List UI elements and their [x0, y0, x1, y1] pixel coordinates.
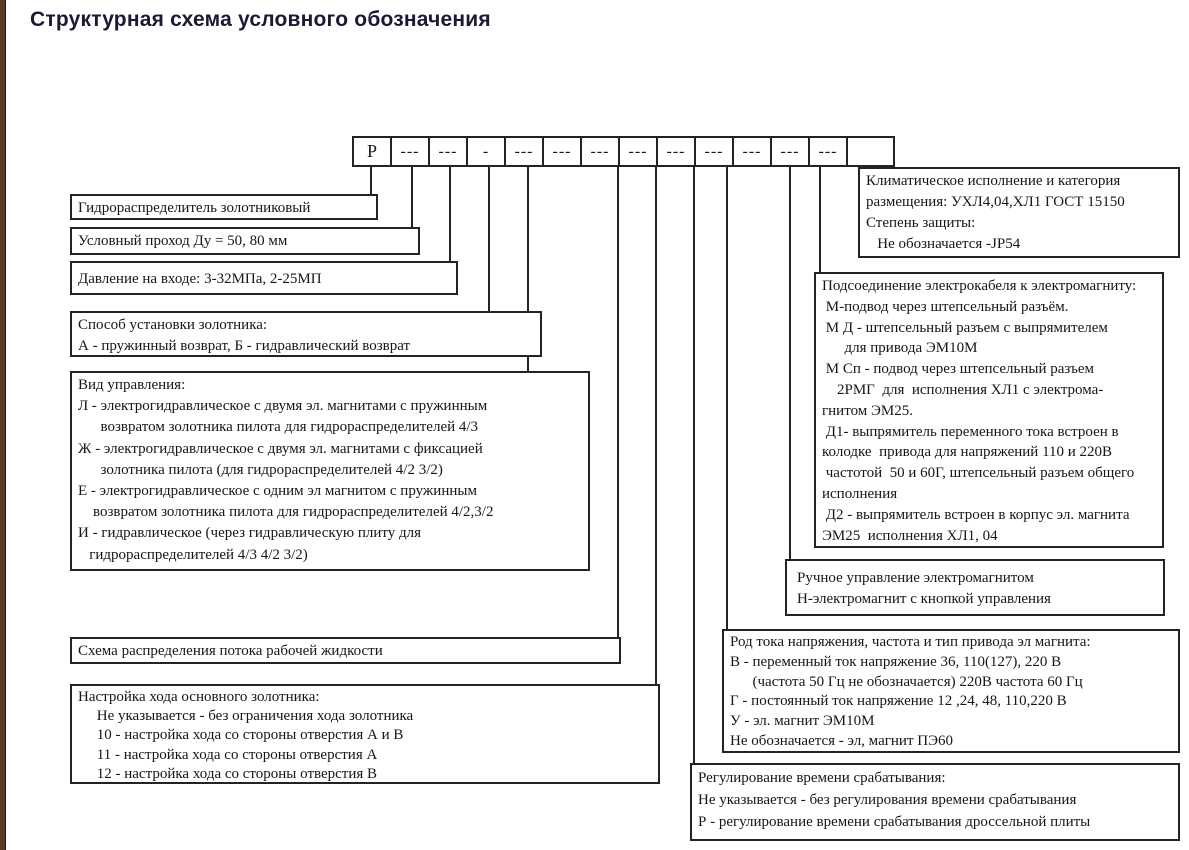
- box-text-line: М Д - штепсельный разъем с выпрямителем: [822, 319, 1108, 336]
- box-text-line: Гидрораспределитель золотниковый: [78, 200, 311, 216]
- box-text-line: исполнения: [822, 485, 898, 502]
- box-text-line: Не указывается - без регулирования време…: [698, 792, 1077, 808]
- box-climate-rating: Климатическое исполнение и категория разм…: [858, 167, 1180, 258]
- designation-code-row: Р----------------------------------: [352, 136, 895, 167]
- box-text-line: Подсоединение электрокабеля к электромаг…: [822, 278, 1137, 294]
- code-cell: ---: [618, 136, 658, 167]
- box-text-line: возвратом золотника пилота для гидрорасп…: [78, 504, 494, 521]
- box-text-line: 12 - настройка хода со стороны отверстия…: [78, 765, 378, 782]
- code-cell: ---: [542, 136, 582, 167]
- box-response-time-regulation: Регулирование времени срабатывания: Не ук…: [690, 763, 1180, 841]
- box-control-type: Вид управления: Л - электрогидравлическое…: [70, 371, 590, 571]
- box-text-line: возвратом золотника пилота для гидрорасп…: [78, 419, 479, 436]
- box-text-line: В - переменный ток напряжение 36, 110(12…: [730, 653, 1062, 670]
- code-cell: ---: [694, 136, 734, 167]
- box-text-line: Настройка хода основного золотника:: [78, 689, 320, 705]
- code-cell: ---: [656, 136, 696, 167]
- box-text-line: Д2 - выпрямитель встроен в корпус эл. ма…: [822, 506, 1130, 523]
- box-text-line: Не обозначается - эл, магнит ПЭ60: [730, 732, 953, 749]
- box-text-line: Регулирование времени срабатывания:: [698, 770, 946, 786]
- box-text-line: 10 - настройка хода со стороны отверстия…: [78, 727, 404, 744]
- box-text-line: золотника пилота (для гидрораспределител…: [78, 461, 443, 478]
- page-edge-bar: [0, 0, 6, 850]
- box-text-line: Вид управления:: [78, 377, 186, 393]
- box-text-line: ЭМ25 исполнения ХЛ1, 04: [822, 527, 998, 544]
- box-text-line: Давление на входе: 3-32МПа, 2-25МП: [78, 271, 322, 287]
- box-text-line: для привода ЭМ10М: [822, 340, 978, 357]
- code-cell: [846, 136, 895, 167]
- box-inlet-pressure: Давление на входе: 3-32МПа, 2-25МП: [70, 261, 458, 295]
- box-cable-connection: Подсоединение электрокабеля к электромаг…: [814, 272, 1164, 548]
- box-text-line: Ручное управление электромагнитом: [797, 570, 1034, 586]
- box-nominal-bore: Условный проход Ду = 50, 80 мм: [70, 227, 420, 255]
- box-text-line: М-подвод через штепсельный разъём.: [822, 298, 1069, 315]
- box-spool-stroke-adjustment: Настройка хода основного золотника: Не у…: [70, 684, 660, 784]
- page-title: Структурная схема условного обозначения: [30, 8, 491, 31]
- box-text-line: (частота 50 Гц не обозначается) 220В час…: [730, 673, 1083, 690]
- box-text-line: Н-электромагнит с кнопкой управления: [797, 591, 1051, 607]
- box-text-line: гнитом ЭМ25.: [822, 402, 914, 419]
- code-cell: ---: [732, 136, 772, 167]
- box-text-line: У - эл. магнит ЭМ10М: [730, 713, 875, 730]
- code-cell: ---: [428, 136, 468, 167]
- box-flow-distribution-scheme: Схема распределения потока рабочей жидко…: [70, 637, 621, 664]
- box-text-line: И - гидравлическое (через гидравлическую…: [78, 525, 422, 542]
- box-text-line: размещения: УХЛ4,04,ХЛ1 ГОСТ 15150: [866, 194, 1125, 210]
- box-text-line: 11 - настройка хода со стороны отверстия…: [78, 746, 378, 763]
- box-text-line: Не обозначается -JP54: [866, 236, 1021, 252]
- box-text-line: Условный проход Ду = 50, 80 мм: [78, 233, 288, 249]
- box-text-line: Р - регулирование времени срабатывания д…: [698, 814, 1091, 830]
- code-cell: ---: [808, 136, 848, 167]
- box-text-line: колодке привода для напряжений 110 и 220…: [822, 444, 1113, 461]
- box-text-line: М Сп - подвод через штепсельный разъем: [822, 361, 1094, 378]
- box-text-line: Род тока напряжения, частота и тип приво…: [730, 634, 1091, 650]
- box-text-line: 2РМГ для исполнения ХЛ1 с электрома-: [822, 381, 1104, 398]
- code-cell: ---: [504, 136, 544, 167]
- box-spool-return-method: Способ установки золотника: А - пружинный…: [70, 311, 542, 357]
- box-text-line: Способ установки золотника:: [78, 317, 268, 333]
- box-text-line: А - пружинный возврат, Б - гидравлически…: [78, 338, 411, 354]
- box-current-type-voltage: Род тока напряжения, частота и тип приво…: [722, 629, 1180, 753]
- code-cell: -: [466, 136, 506, 167]
- box-text-line: Д1- выпрямитель переменного тока встроен…: [822, 423, 1119, 440]
- box-text-line: Л - электрогидравлическое с двумя эл. ма…: [78, 398, 488, 415]
- box-text-line: Схема распределения потока рабочей жидко…: [78, 643, 383, 659]
- box-text-line: Г - постоянный ток напряжение 12 ,24, 48…: [730, 693, 1067, 710]
- code-cell: Р: [352, 136, 392, 167]
- box-hydraulic-distributor: Гидрораспределитель золотниковый: [70, 194, 378, 220]
- box-text-line: Климатическое исполнение и категория: [866, 173, 1121, 189]
- box-text-line: гидрораспределителей 4/3 4/2 3/2): [78, 546, 308, 563]
- box-text-line: Ж - электрогидравлическое с двумя эл. ма…: [78, 440, 483, 457]
- box-text-line: Не указывается - без ограничения хода зо…: [78, 708, 414, 725]
- box-text-line: Е - электрогидравлическое с одним эл маг…: [78, 483, 477, 500]
- code-cell: ---: [390, 136, 430, 167]
- box-text-line: Степень защиты:: [866, 215, 976, 231]
- code-cell: ---: [770, 136, 810, 167]
- box-text-line: частотой 50 и 60Г, штепсельный разъем об…: [822, 465, 1135, 482]
- code-cell: ---: [580, 136, 620, 167]
